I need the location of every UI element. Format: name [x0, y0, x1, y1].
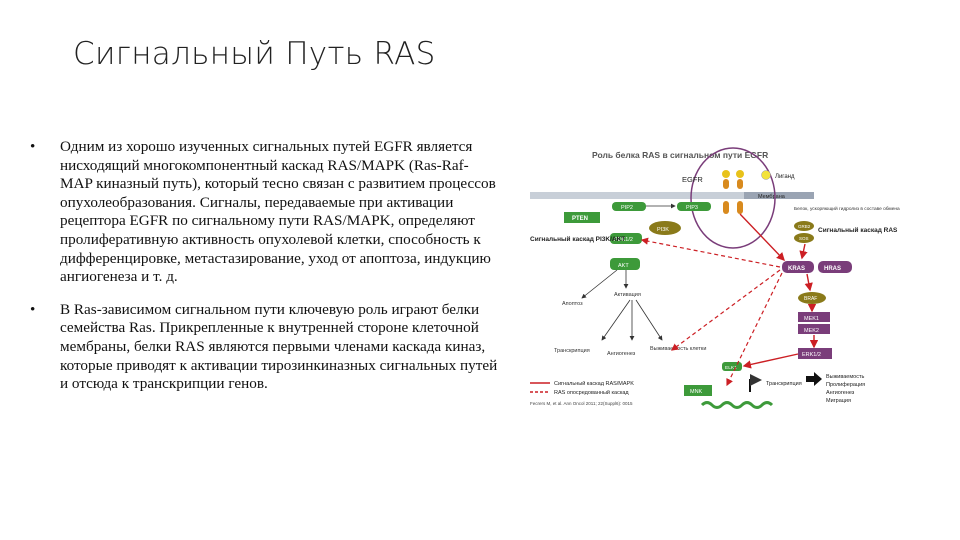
apoptosis-label: Апоптоз — [562, 301, 583, 307]
mek2-label: MEK2 — [804, 328, 819, 334]
transcription-arrow-icon — [749, 374, 762, 392]
bullet-text: В Ras-зависимом сигнальном пути ключевую… — [60, 300, 498, 393]
pi3k-cascade-label: Сигнальный каскад PI3K/AKT — [530, 235, 625, 243]
outcome-arrow-icon — [806, 372, 822, 386]
braf-node — [798, 292, 826, 304]
activation-label: Активация — [614, 292, 641, 298]
outcome-item: Выживаемость — [826, 374, 864, 380]
pi3k-label: PI3K — [657, 227, 669, 233]
mnk-label: MNK — [690, 389, 703, 395]
pip2-node — [612, 202, 646, 211]
kras-label: KRAS — [788, 266, 805, 272]
elk1-label: ELK1 — [725, 365, 737, 371]
kras-node — [782, 261, 814, 273]
pip3-label: PIP3 — [686, 205, 698, 211]
pdk-label: PDK1/2 — [614, 237, 633, 243]
mek1-node — [798, 312, 830, 322]
transcription-left-label: Транскрипция — [554, 348, 590, 354]
diagram-title: Роль белка RAS в сигнальном пути EGFR — [592, 150, 768, 160]
akt-node — [610, 258, 640, 270]
bullet-marker: • — [30, 138, 36, 155]
akt-label: AKT — [618, 263, 629, 269]
receptor-label: EGFR — [682, 175, 703, 184]
transcription-right-label: Транскрипция — [766, 381, 802, 387]
hras-node — [818, 261, 852, 273]
ligand-icon — [761, 170, 771, 180]
erk-node — [798, 348, 832, 359]
pi3k-node — [649, 221, 681, 235]
cell-membrane — [530, 192, 802, 199]
pten-node — [564, 212, 600, 223]
survival-label: Выживаемость клетки — [650, 346, 706, 352]
binding-note: Белок, ускоряющий гидролиз в составе обм… — [794, 205, 900, 212]
outcome-list: Выживаемость Пролиферация Ангиогенез Миг… — [826, 374, 867, 404]
slide-title: Сигнальный Путь RAS — [73, 36, 436, 72]
legend-mapk-label: Сигнальный каскад RAS/MAPK — [554, 380, 634, 387]
angiogenesis-label: Ангиогенез — [607, 351, 636, 357]
egfr-receptor-icon — [722, 170, 744, 214]
bullet-marker: • — [30, 300, 36, 318]
bullet-item: • В Ras-зависимом сигнальном пути ключев… — [30, 301, 500, 394]
legend-ras-label: RAS опосредованный каскад — [554, 389, 629, 396]
egfr-to-kras-arrow — [739, 213, 785, 262]
ras-cascade-label: Сигнальный каскад RAS — [818, 226, 898, 234]
pdk-node — [610, 233, 642, 244]
braf-label: BRAF — [804, 296, 817, 302]
mnk-node — [684, 385, 712, 396]
receptor-highlight-ring — [690, 147, 776, 249]
pten-label: PTEN — [572, 216, 588, 222]
sos-node — [794, 233, 814, 243]
dna-strand-icon — [700, 401, 774, 409]
bullet-list: • Одним из хорошо изученных сигнальных п… — [30, 138, 500, 408]
ras-pathway-diagram: Роль белка RAS в сигнальном пути EGFR Ме… — [530, 147, 900, 409]
ligand-label: Лиганд — [775, 174, 795, 180]
mek1-label: MEK1 — [804, 316, 819, 322]
hras-label: HRAS — [824, 266, 841, 272]
kras-to-pi3k-dashed-arrow — [640, 237, 781, 268]
pip3-node — [677, 202, 711, 211]
membrane-label: Мембрана — [758, 194, 786, 200]
pi3k-cascade-line: Сигнальный каскад PI3K/AKT — [530, 235, 625, 243]
grb2-node — [794, 221, 814, 231]
outcome-item: Пролиферация — [826, 382, 865, 388]
outcome-item: Миграция — [826, 398, 851, 404]
sos-label: SOS — [799, 236, 809, 241]
outcome-item: Ангиогенез — [826, 390, 855, 396]
diagram-citation: Fecrers M, et al. Ann Oncol 2011; 22(Sup… — [530, 401, 633, 406]
mek2-node — [798, 324, 830, 334]
bullet-text: Одним из хорошо изученных сигнальных пут… — [60, 138, 496, 286]
pip2-label: PIP2 — [621, 205, 633, 211]
erk-label: ERK1/2 — [802, 352, 821, 358]
bullet-item: • Одним из хорошо изученных сигнальных п… — [30, 138, 500, 287]
grb2-label: GRB2 — [798, 224, 811, 229]
membrane-label-bg — [744, 192, 814, 199]
